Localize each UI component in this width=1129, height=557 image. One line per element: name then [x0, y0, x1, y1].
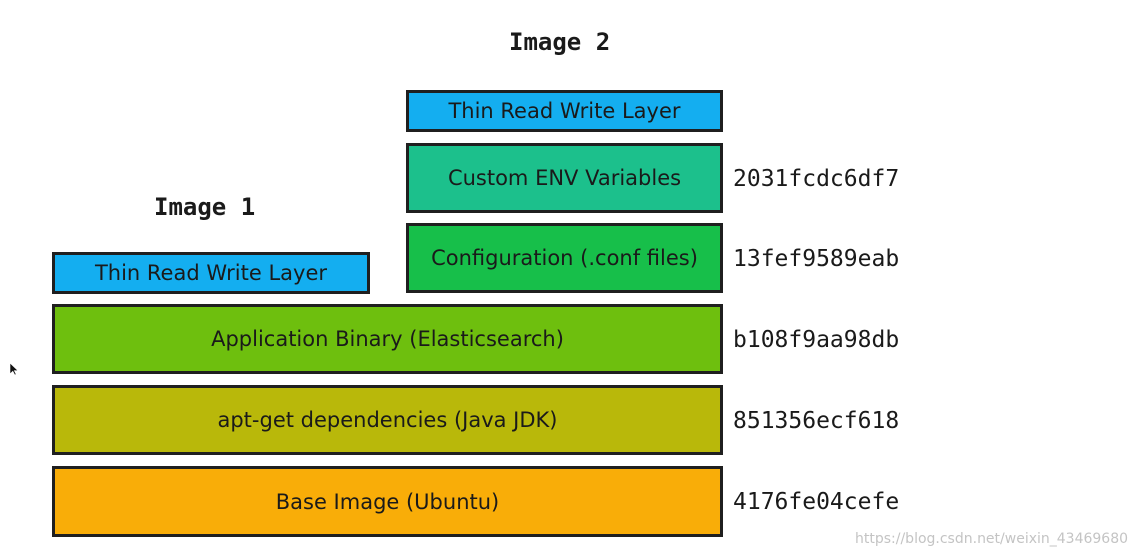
- image2-thin-read-write-layer: Thin Read Write Layer: [406, 90, 723, 132]
- base-image-hash: 4176fe04cefe: [733, 489, 900, 515]
- app-binary-hash: b108f9aa98db: [733, 327, 900, 353]
- configuration-layer: Configuration (.conf files): [406, 223, 723, 293]
- custom-env-hash: 2031fcdc6df7: [733, 166, 900, 192]
- base-image-layer: Base Image (Ubuntu): [52, 466, 723, 537]
- apt-get-hash: 851356ecf618: [733, 408, 900, 434]
- mouse-pointer-icon: [9, 362, 19, 376]
- image-2-title: Image 2: [509, 28, 611, 56]
- apt-get-dependencies-layer: apt-get dependencies (Java JDK): [52, 385, 723, 455]
- configuration-hash: 13fef9589eab: [733, 246, 900, 272]
- application-binary-layer: Application Binary (Elasticsearch): [52, 304, 723, 374]
- custom-env-variables-layer: Custom ENV Variables: [406, 143, 723, 213]
- image-1-title: Image 1: [154, 193, 256, 221]
- watermark-text: https://blog.csdn.net/weixin_43469680: [855, 531, 1129, 547]
- image1-thin-read-write-layer: Thin Read Write Layer: [52, 252, 370, 294]
